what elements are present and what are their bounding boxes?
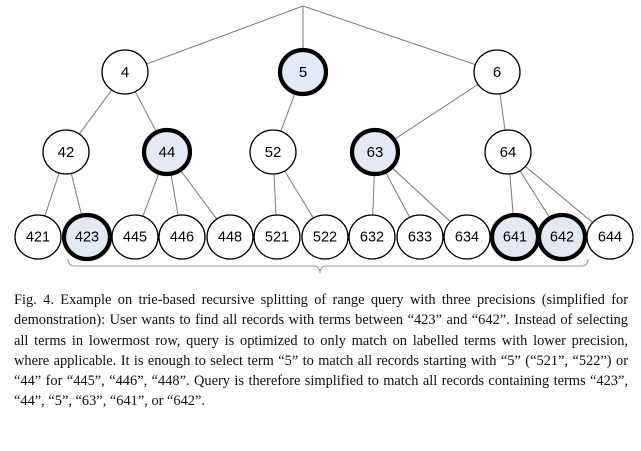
trie-node-circle — [206, 214, 254, 260]
trie-edge — [519, 170, 551, 219]
trie-node-circle — [586, 214, 634, 260]
trie-node-445[interactable]: 445 — [111, 214, 159, 260]
range-brace-path — [67, 258, 589, 274]
trie-edge — [170, 173, 179, 216]
trie-node-label: 634 — [455, 230, 479, 246]
trie-edge — [390, 166, 452, 223]
trie-edge — [280, 92, 296, 132]
trie-node-circle-highlighted — [349, 127, 401, 177]
trie-node-label: 4 — [121, 64, 129, 81]
trie-node-label: 445 — [123, 230, 147, 246]
trie-edge — [524, 165, 594, 224]
trie-node-circle — [396, 214, 444, 260]
trie-node-633[interactable]: 633 — [396, 214, 444, 260]
trie-edge — [142, 172, 160, 217]
trie-node-42[interactable]: 42 — [42, 129, 90, 175]
trie-node-label: 6 — [493, 64, 501, 81]
trie-edge — [509, 173, 514, 216]
trie-node-label: 52 — [265, 144, 282, 161]
trie-node-circle — [101, 49, 149, 95]
trie-node-6[interactable]: 6 — [473, 49, 521, 95]
figure-caption: Fig. 4. Example on trie-based recursive … — [14, 292, 628, 410]
trie-node-label: 633 — [408, 230, 432, 246]
trie-node-label: 642 — [550, 230, 574, 246]
trie-edge — [393, 83, 479, 141]
trie-node-4[interactable]: 4 — [101, 49, 149, 95]
trie-node-632[interactable]: 632 — [348, 214, 396, 260]
trie-node-52[interactable]: 52 — [249, 129, 297, 175]
trie-edge — [284, 170, 314, 219]
trie-node-label: 448 — [218, 230, 242, 246]
trie-node-label: 632 — [360, 230, 384, 246]
trie-edge — [179, 169, 218, 220]
trie-node-circle — [484, 129, 532, 175]
trie-node-circle — [158, 214, 206, 260]
trie-node-label: 64 — [500, 144, 517, 161]
trie-node-label: 5 — [299, 64, 307, 81]
trie-node-label: 446 — [170, 230, 194, 246]
trie-node-64[interactable]: 64 — [484, 129, 532, 175]
trie-node-label: 641 — [503, 230, 527, 246]
trie-node-circle — [348, 214, 396, 260]
trie-node-label: 423 — [75, 230, 99, 246]
trie-node-label: 521 — [265, 230, 289, 246]
trie-node-63[interactable]: 63 — [349, 127, 401, 177]
trie-node-634[interactable]: 634 — [443, 214, 491, 260]
trie-edge — [70, 173, 83, 216]
trie-node-circle-highlighted — [141, 127, 193, 177]
trie-edge — [372, 173, 375, 216]
trie-node-421[interactable]: 421 — [14, 214, 62, 260]
trie-node-label: 42 — [58, 144, 75, 161]
trie-edge — [499, 93, 506, 131]
edges-layer — [44, 5, 594, 224]
range-brace — [67, 258, 589, 274]
trie-edge — [145, 5, 304, 65]
trie-node-641[interactable]: 641 — [489, 212, 541, 262]
trie-node-label: 63 — [367, 144, 384, 161]
trie-node-521[interactable]: 521 — [253, 214, 301, 260]
trie-edge — [134, 91, 158, 133]
trie-edge — [44, 172, 60, 217]
trie-edge — [78, 89, 113, 135]
trie-node-448[interactable]: 448 — [206, 214, 254, 260]
trie-node-circle — [253, 214, 301, 260]
trie-node-522[interactable]: 522 — [301, 214, 349, 260]
trie-node-5[interactable]: 5 — [277, 47, 329, 97]
trie-edge — [302, 5, 477, 66]
trie-node-circle — [111, 214, 159, 260]
trie-node-circle — [42, 129, 90, 175]
trie-node-423[interactable]: 423 — [61, 212, 113, 262]
trie-edge — [384, 171, 411, 218]
trie-node-label: 421 — [26, 230, 50, 246]
trie-node-circle-highlighted — [61, 212, 113, 262]
trie-node-label: 522 — [313, 230, 337, 246]
trie-node-446[interactable]: 446 — [158, 214, 206, 260]
trie-node-642[interactable]: 642 — [536, 212, 588, 262]
trie-node-44[interactable]: 44 — [141, 127, 193, 177]
trie-node-circle — [301, 214, 349, 260]
trie-node-label: 44 — [159, 144, 176, 161]
trie-node-circle — [473, 49, 521, 95]
trie-node-circle-highlighted — [277, 47, 329, 97]
trie-node-circle-highlighted — [536, 212, 588, 262]
trie-edge — [273, 173, 277, 216]
trie-node-circle — [249, 129, 297, 175]
trie-node-644[interactable]: 644 — [586, 214, 634, 260]
trie-node-circle — [14, 214, 62, 260]
trie-node-label: 644 — [598, 230, 622, 246]
